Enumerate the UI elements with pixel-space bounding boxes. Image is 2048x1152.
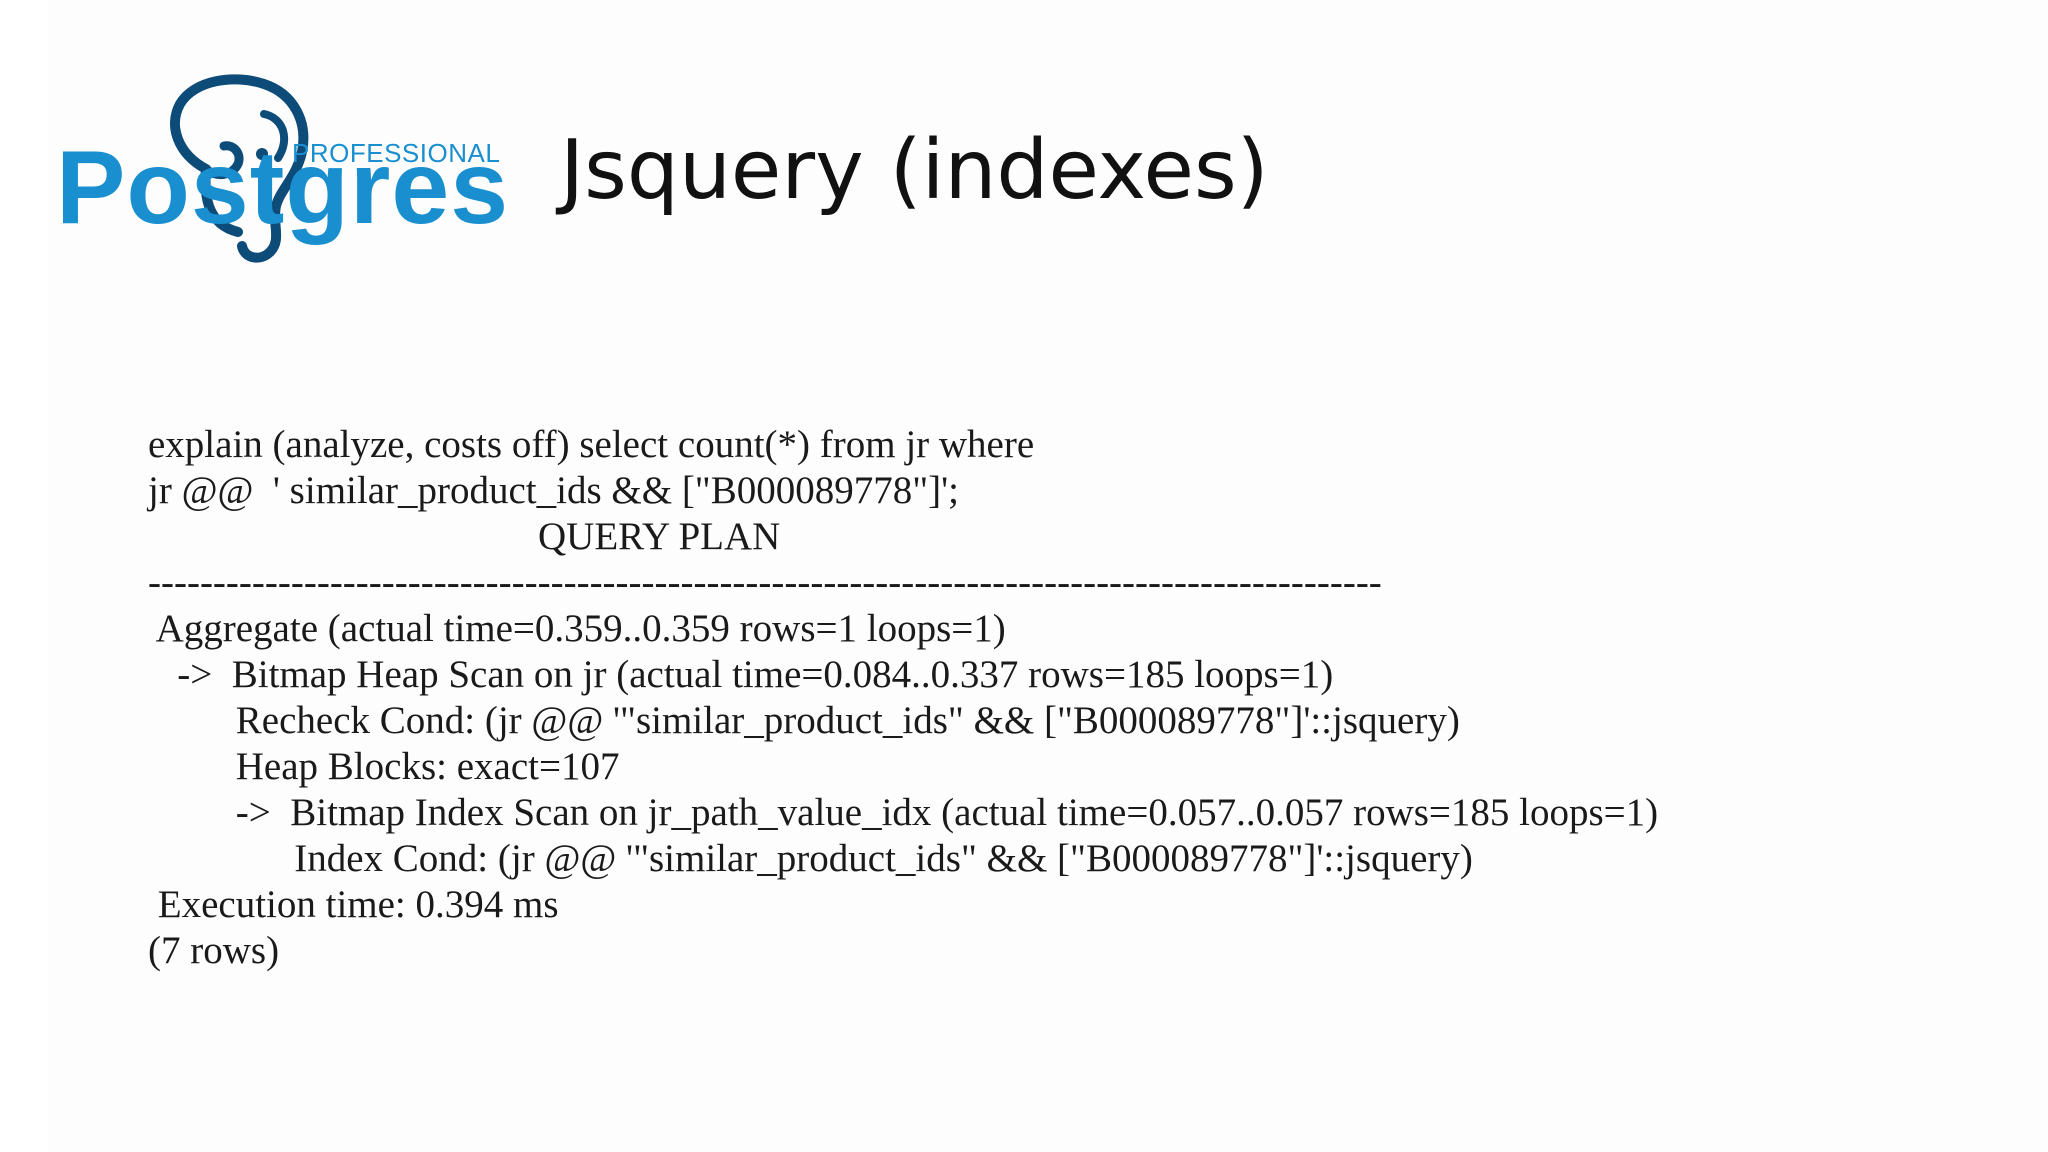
elephant-mascot-icon bbox=[170, 74, 309, 263]
code-line: Execution time: 0.394 ms bbox=[148, 883, 559, 926]
code-line: -> Bitmap Index Scan on jr_path_value_id… bbox=[148, 791, 1659, 834]
code-line: QUERY PLAN bbox=[148, 515, 781, 558]
code-line: -> Bitmap Heap Scan on jr (actual time=0… bbox=[148, 653, 1334, 696]
code-line: (7 rows) bbox=[148, 929, 280, 972]
code-line: ----------------------------------------… bbox=[148, 561, 1382, 604]
code-line: Aggregate (actual time=0.359..0.359 rows… bbox=[148, 607, 1006, 650]
code-line: jr @@ ' similar_product_ids && ["B000089… bbox=[148, 469, 960, 512]
code-line: Recheck Cond: (jr @@ '"similar_product_i… bbox=[148, 699, 1460, 742]
code-line: Heap Blocks: exact=107 bbox=[148, 745, 620, 788]
code-line: Index Cond: (jr @@ '"similar_product_ids… bbox=[148, 837, 1473, 880]
code-line: explain (analyze, costs off) select coun… bbox=[148, 423, 1035, 466]
query-plan-output: explain (analyze, costs off) select coun… bbox=[148, 422, 1658, 974]
logo-tagline: PROFESSIONAL bbox=[292, 138, 501, 168]
slide-title: Jsquery (indexes) bbox=[560, 123, 1269, 218]
slide-margin bbox=[0, 0, 48, 1152]
postgres-professional-logo: PROFESSIONAL Postgres bbox=[56, 74, 508, 264]
logo-brand-word: Postgres bbox=[56, 130, 510, 246]
